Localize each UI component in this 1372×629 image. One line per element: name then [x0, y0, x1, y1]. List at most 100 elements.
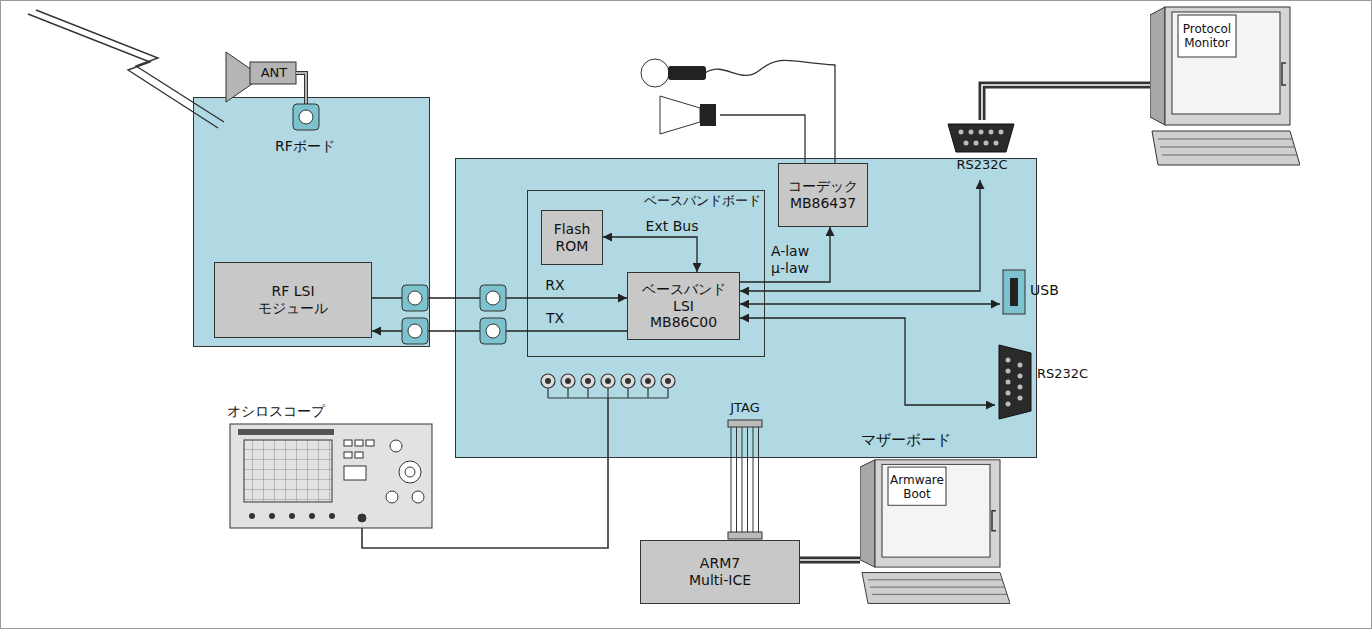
- oscilloscope: [399, 461, 421, 483]
- computer: [860, 460, 1010, 604]
- node-text: オシロスコープ: [227, 403, 325, 420]
- node-text: ARM7 Multi-ICE: [689, 555, 751, 589]
- text-holder: オシロスコープ: [227, 400, 377, 422]
- speaker: [660, 96, 700, 134]
- jtag-header: [728, 532, 762, 539]
- oscilloscope: [355, 440, 363, 446]
- computer: [860, 7, 1300, 603]
- baseband-board: ベースバンドボード Flash ROM ベースバンド LSI MB86C00: [527, 190, 765, 357]
- antenna: [226, 52, 306, 104]
- connector-line: [603, 237, 697, 272]
- computer: [1150, 7, 1300, 165]
- probe-row: [585, 378, 591, 384]
- oscilloscope: [405, 467, 415, 477]
- connector-label: JTAG: [730, 400, 760, 416]
- probe-row: [605, 378, 611, 384]
- antenna: [250, 62, 296, 84]
- board-connector: [486, 291, 500, 305]
- connector: [740, 318, 995, 405]
- oscilloscope: [358, 514, 366, 522]
- usb-connector: [1010, 278, 1018, 306]
- usb-connector: [1003, 270, 1025, 314]
- db9-connector: [959, 130, 964, 135]
- board-connector: [299, 110, 313, 124]
- signal-label: Ext Bus: [646, 218, 699, 235]
- probe-row: [548, 388, 668, 398]
- board-connector: [480, 318, 506, 344]
- oscilloscope: [244, 440, 332, 502]
- node-text: USB: [1030, 282, 1059, 299]
- db9-connector: [984, 141, 989, 146]
- oscilloscope: [269, 513, 275, 519]
- connector: [982, 85, 1150, 120]
- baseband-lsi: ベースバンド LSI MB86C00: [627, 272, 740, 340]
- db9-connector: [948, 124, 1014, 152]
- oscilloscope: [249, 513, 255, 519]
- signal-label: RX: [545, 277, 564, 294]
- probe-row: [645, 378, 651, 384]
- microphone: [641, 59, 835, 163]
- oscilloscope: [309, 513, 315, 519]
- oscilloscope: [230, 424, 432, 528]
- text-line: Protocol: [1183, 22, 1231, 36]
- probe-row: [661, 374, 675, 388]
- board-connector: [408, 291, 422, 305]
- db9-connector: [1006, 391, 1011, 396]
- speaker: [660, 96, 805, 163]
- connector-line: [982, 85, 1150, 120]
- rf-board: RFボードRF LSI モジュール: [193, 97, 430, 347]
- text-line: ベースバンド: [642, 281, 726, 298]
- text-line: MB86437: [788, 195, 858, 212]
- lightning: [28, 14, 218, 128]
- text-holder: Armware Boot: [888, 467, 946, 507]
- edge-label-holder: TX: [546, 310, 564, 327]
- probe-row: [561, 374, 575, 388]
- text-holder: RS232C: [1037, 364, 1100, 384]
- db9-connector: [974, 141, 979, 146]
- connector-line: [800, 557, 860, 564]
- oscilloscope: [366, 440, 374, 446]
- connector-line: [740, 180, 980, 291]
- node-text: マザーボード: [861, 431, 951, 449]
- board-connector: [402, 318, 428, 344]
- probe-row: [545, 378, 551, 384]
- db9-connector: [999, 130, 1004, 135]
- oscilloscope: [289, 513, 295, 519]
- text-line: コーデック: [788, 178, 858, 195]
- probe-row: [541, 374, 555, 388]
- connector-line: [740, 318, 995, 405]
- rf-lsi-module: RF LSI モジュール: [214, 262, 372, 338]
- oscilloscope: [238, 429, 334, 435]
- probe-row: [641, 374, 655, 388]
- antenna-label: ANT: [261, 65, 288, 81]
- node-text: Flash ROM: [554, 221, 591, 255]
- text-line: A-law: [771, 243, 809, 260]
- connector-line: [982, 85, 1150, 120]
- db9-connector: [1006, 380, 1011, 385]
- signal-label: A-law μ-law: [771, 243, 809, 277]
- text-holder: ベースバンドボード: [623, 192, 761, 210]
- node-text: ベースバンド LSI MB86C00: [642, 281, 726, 331]
- db9-connector: [969, 130, 974, 135]
- db9-connector: [1006, 358, 1023, 407]
- oscilloscope: [344, 466, 366, 480]
- oscilloscope: [390, 440, 402, 452]
- board-connector: [486, 324, 500, 338]
- db9-connector: [999, 345, 1031, 419]
- probe-row: [601, 374, 615, 388]
- db9-connector: [1018, 396, 1023, 401]
- node-text: Protocol Monitor: [1183, 22, 1231, 51]
- text-holder: マザーボード: [861, 429, 991, 451]
- probe-row: [545, 378, 671, 384]
- speaker: [700, 104, 716, 126]
- oscilloscope: [344, 452, 352, 458]
- lightning: [28, 10, 224, 128]
- db9-connector: [964, 141, 969, 146]
- probe-row: [541, 374, 675, 388]
- text-holder: USB: [1030, 280, 1085, 300]
- edge-label-holder: RX: [545, 277, 564, 294]
- board-connector: [408, 324, 422, 338]
- db9-connector: [1018, 385, 1023, 390]
